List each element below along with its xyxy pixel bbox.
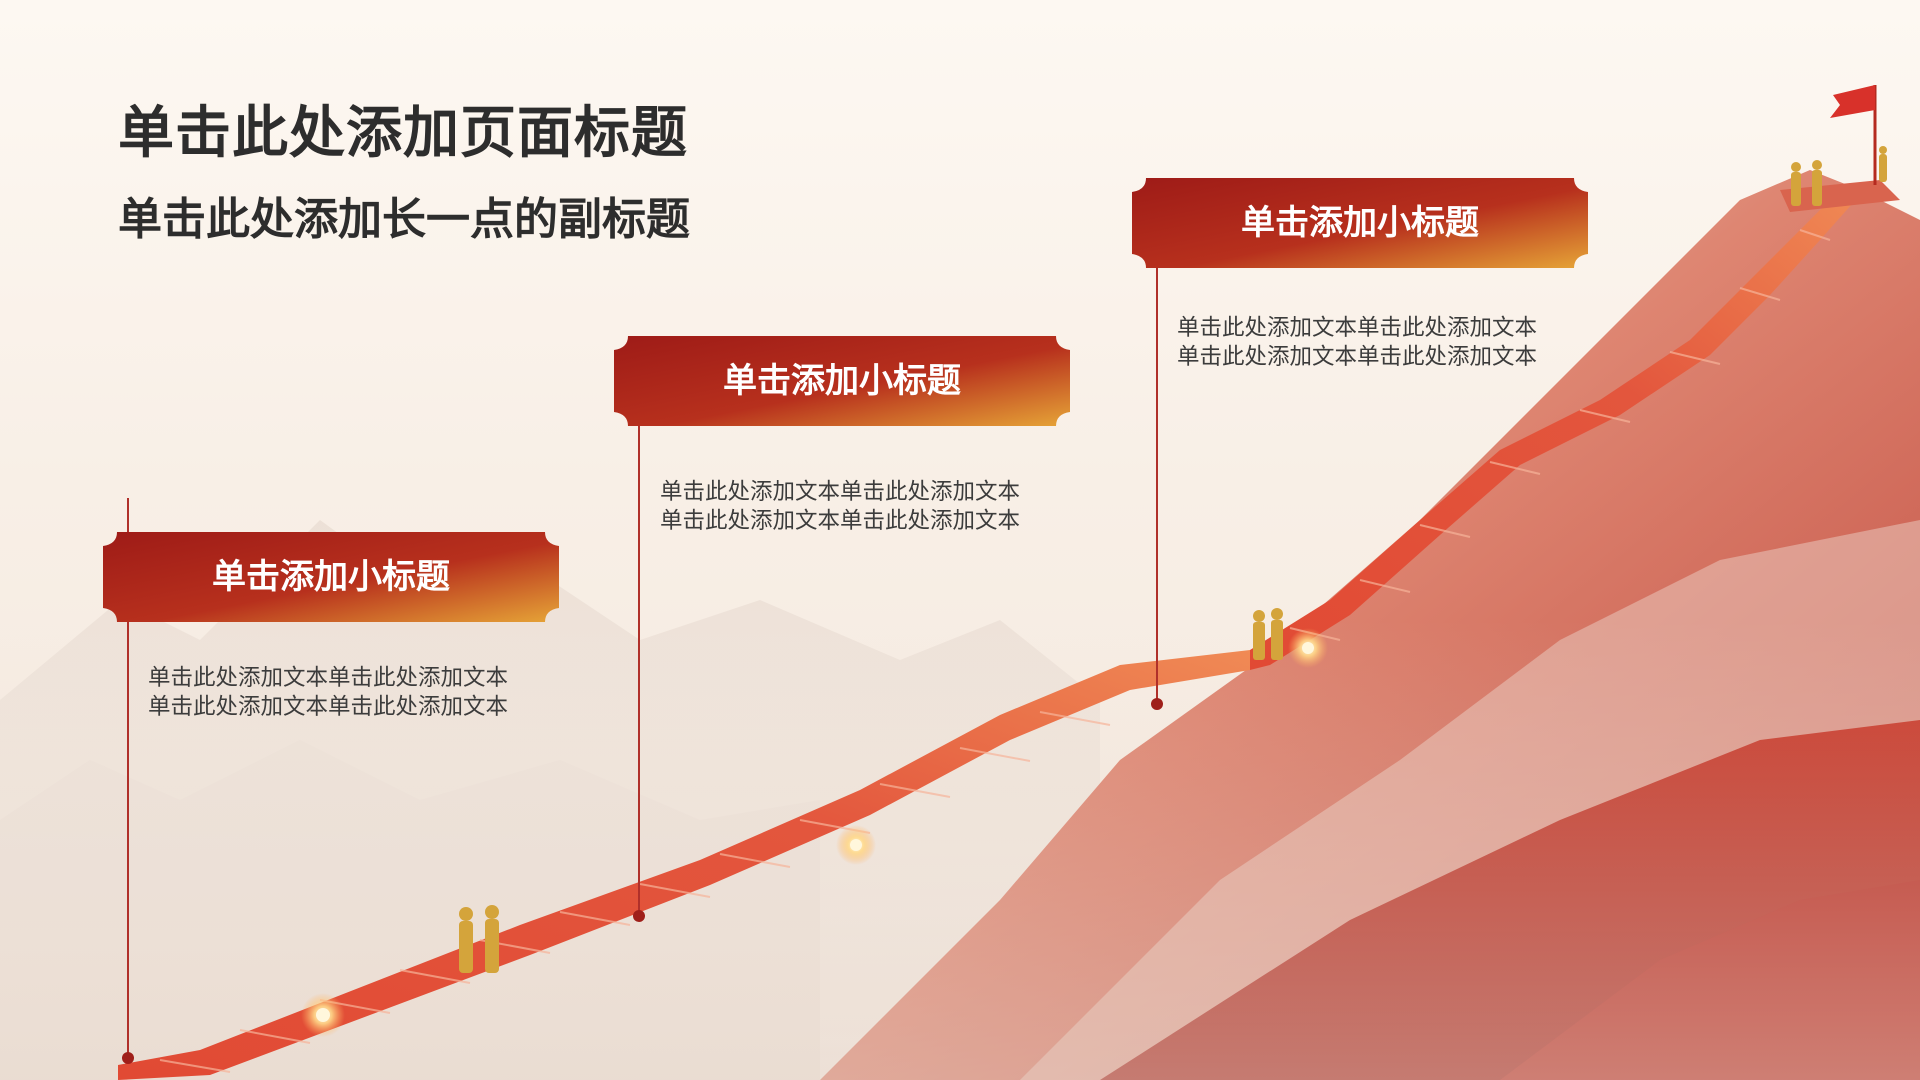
step-2-banner[interactable]: 单击添加小标题: [614, 336, 1070, 426]
step-1-banner[interactable]: 单击添加小标题: [103, 532, 559, 622]
connector-line-3: [1156, 240, 1158, 704]
step-3-body[interactable]: 单击此处添加文本单击此处添加文本 单击此处添加文本单击此处添加文本: [1177, 314, 1597, 372]
step-1-line-1: 单击此处添加文本单击此处添加文本: [148, 665, 509, 691]
step-1-line-2: 单击此处添加文本单击此处添加文本: [148, 694, 509, 720]
connector-dot-2: [633, 910, 645, 922]
person-silhouette-icon: [459, 146, 1887, 973]
step-1-title: 单击添加小标题: [212, 557, 450, 597]
step-2-body[interactable]: 单击此处添加文本单击此处添加文本 单击此处添加文本单击此处添加文本: [660, 478, 1080, 536]
step-1-body[interactable]: 单击此处添加文本单击此处添加文本 单击此处添加文本单击此处添加文本: [148, 664, 568, 722]
connector-dot-1: [122, 1052, 134, 1064]
red-flag-icon: [1830, 85, 1877, 185]
step-2-line-1: 单击此处添加文本单击此处添加文本: [660, 479, 1021, 505]
step-3-banner[interactable]: 单击添加小标题: [1132, 178, 1588, 268]
step-3-title: 单击添加小标题: [1241, 203, 1479, 243]
glow-light-icon: [301, 628, 1328, 1037]
connector-line-1: [127, 498, 129, 1058]
connector-line-2: [638, 398, 640, 916]
page-title[interactable]: 单击此处添加页面标题: [118, 101, 688, 166]
page-subtitle[interactable]: 单击此处添加长一点的副标题: [118, 194, 690, 245]
step-3-line-1: 单击此处添加文本单击此处添加文本: [1177, 315, 1538, 341]
step-2-line-2: 单击此处添加文本单击此处添加文本: [660, 508, 1021, 534]
connector-dot-3: [1151, 698, 1163, 710]
step-3-line-2: 单击此处添加文本单击此处添加文本: [1177, 344, 1538, 370]
step-2-title: 单击添加小标题: [723, 361, 961, 401]
